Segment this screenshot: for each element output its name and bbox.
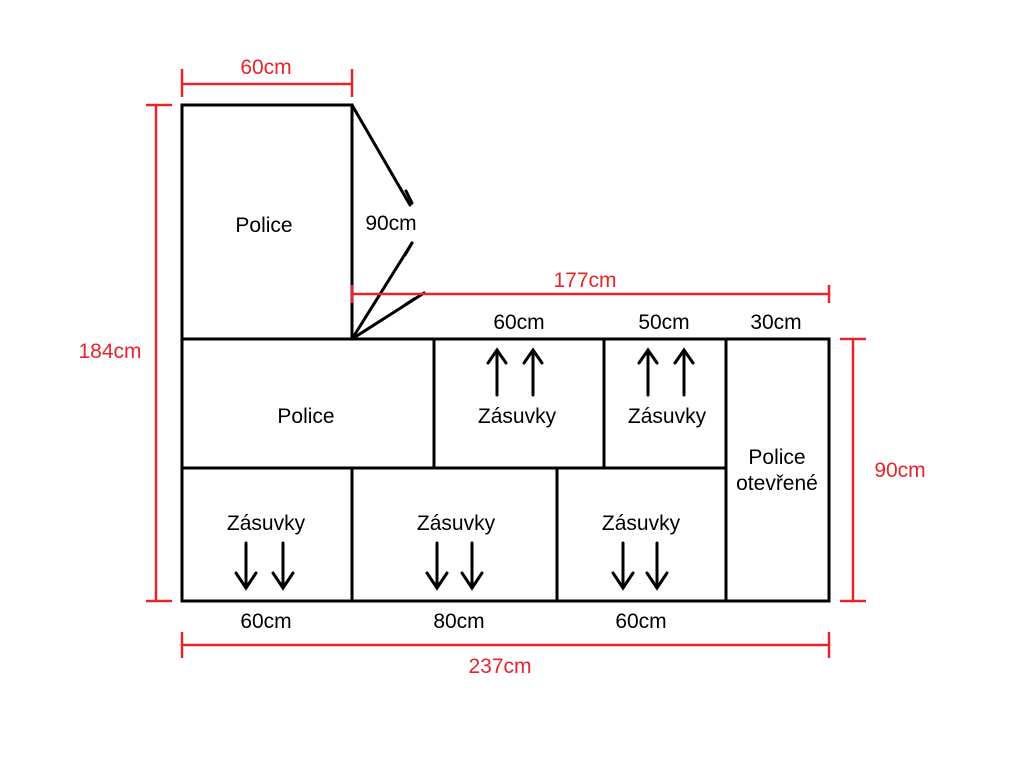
- drawers-top-1-box: [432, 337, 606, 470]
- middle-shelf-box: [180, 337, 436, 470]
- dim-upper-run: 177cm: [553, 269, 616, 292]
- dimension-lines: [146, 69, 866, 658]
- open-shelf-label-line2: otevřené: [736, 472, 818, 495]
- dim-line-upper-run: [350, 285, 831, 303]
- dim-col-top-1: 60cm: [493, 311, 544, 334]
- middle-shelf-label: Police: [277, 405, 334, 428]
- drawers-bottom-2-label: Zásuvky: [417, 512, 496, 535]
- up-arrow: [673, 347, 695, 397]
- door-swing-tip-3: [403, 297, 416, 307]
- door-swing: [350, 103, 426, 341]
- down-arrow: [611, 541, 635, 591]
- down-arrow: [645, 541, 669, 591]
- drawers-bottom-3-label: Zásuvky: [602, 512, 681, 535]
- down-arrow: [460, 541, 484, 591]
- door-swing-line-2: [350, 241, 414, 341]
- dim-total-width: 237cm: [468, 655, 531, 678]
- unit-labels: Police Police Zásuvky Zásuvky Zásuvky Zá…: [227, 214, 818, 535]
- dim-lower-height: 90cm: [874, 459, 925, 482]
- dim-line-top-width: [180, 69, 354, 97]
- drawers-top-2-box: [602, 337, 728, 470]
- dim-line-total-width: [180, 632, 831, 658]
- dim-col-bottom-1: 60cm: [240, 610, 291, 633]
- open-shelf-box: [724, 337, 831, 603]
- up-arrow: [522, 347, 544, 397]
- down-arrow: [271, 541, 295, 591]
- drawers-top-2-label: Zásuvky: [628, 405, 707, 428]
- upper-cabinet-label: Police: [235, 214, 292, 237]
- open-shelf-label-line1: Police: [748, 446, 805, 469]
- door-swing-tip-2: [403, 241, 414, 257]
- dim-col-top-3: 30cm: [750, 311, 801, 334]
- up-arrow: [486, 347, 508, 397]
- down-arrow: [234, 541, 258, 591]
- drawers-top-1-label: Zásuvky: [478, 405, 557, 428]
- door-swing-tip-1: [404, 189, 414, 205]
- up-arrow: [637, 347, 659, 397]
- drawer-arrows: [234, 347, 695, 591]
- dim-col-bottom-2: 80cm: [433, 610, 484, 633]
- drawers-bottom-3-box: [555, 466, 728, 603]
- down-arrow: [425, 541, 449, 591]
- door-swing-line-1: [350, 103, 412, 207]
- dim-line-total-height: [146, 103, 172, 603]
- dim-col-top-2: 50cm: [638, 311, 689, 334]
- dim-total-height: 184cm: [78, 340, 141, 363]
- dim-line-lower-height: [840, 337, 866, 603]
- drawers-bottom-1-label: Zásuvky: [227, 512, 306, 535]
- cabinet-outlines: [180, 103, 831, 603]
- dimension-labels: 60cm 184cm 177cm 90cm 237cm: [78, 56, 925, 678]
- dim-col-bottom-3: 60cm: [615, 610, 666, 633]
- dim-top-width: 60cm: [240, 56, 291, 79]
- dim-door-depth: 90cm: [365, 212, 416, 235]
- section-width-labels: 90cm 60cm 50cm 30cm 60cm 80cm 60cm: [240, 212, 801, 633]
